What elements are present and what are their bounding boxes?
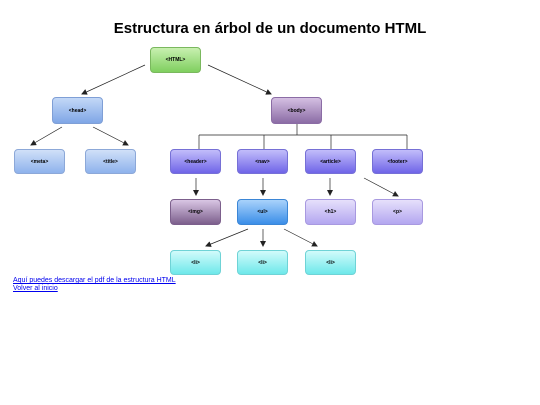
edge-html-head (81, 64, 146, 95)
node-li-2: <li> (237, 250, 288, 275)
node-h1: <h1> (305, 199, 356, 225)
node-li-1: <li> (170, 250, 221, 275)
footer-links: Aquí puedes descargar el pdf de la estru… (13, 277, 176, 293)
node-ul: <ul> (237, 199, 288, 225)
node-html: <HTML> (150, 47, 201, 73)
node-nav: <nav> (237, 149, 288, 174)
edge-html-body (207, 64, 272, 95)
node-body: <body> (271, 97, 322, 124)
edge-head-title (92, 126, 129, 146)
edge-ul-li3 (283, 228, 318, 247)
node-li-3: <li> (305, 250, 356, 275)
node-p: <p> (372, 199, 423, 225)
download-pdf-link[interactable]: Aquí puedes descargar el pdf de la estru… (13, 277, 176, 284)
page-title: Estructura en árbol de un documento HTML (113, 20, 427, 37)
node-article: <article> (305, 149, 356, 174)
node-head: <head> (52, 97, 103, 124)
node-img: <img> (170, 199, 221, 225)
node-meta: <meta> (14, 149, 65, 174)
node-footer: <footer> (372, 149, 423, 174)
node-title: <title> (85, 149, 136, 174)
node-header: <header> (170, 149, 221, 174)
edge-head-meta (30, 126, 63, 146)
back-home-link[interactable]: Volver al inicio (13, 285, 58, 292)
edge-ul-li1 (205, 228, 249, 247)
edge-article-p (363, 177, 399, 197)
